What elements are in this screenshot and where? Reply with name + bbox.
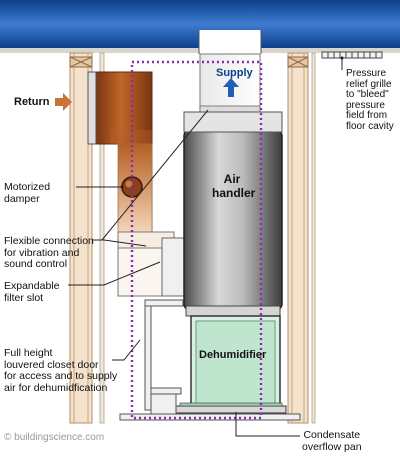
supply-label: Supply (216, 67, 253, 79)
flexible-connection-label: Flexible connection for vibration and so… (4, 235, 94, 270)
air-handler-label: Air handler (212, 172, 256, 200)
pressure-relief-label: Pressure relief grille to "bleed" pressu… (346, 68, 394, 132)
condensate-pan (175, 405, 287, 414)
dehumidifier-label: Dehumidifier (199, 349, 267, 361)
copyright-text: © buildingscience.com (4, 432, 105, 443)
motorized-damper-label: Motorized damper (4, 181, 51, 205)
supply-arrow-icon (223, 78, 239, 97)
leader-lines (68, 58, 343, 437)
dehumidifier (190, 315, 281, 411)
condensate-label: Condensate overflow pan (302, 429, 362, 453)
right-wall-studs (287, 52, 316, 424)
return-arrow-icon (55, 93, 72, 111)
supply-opening (199, 30, 261, 54)
return-label: Return (14, 96, 50, 108)
closet-door-label: Full height louvered closet door for acc… (4, 347, 118, 394)
return-grille (87, 71, 97, 145)
air-handler (183, 111, 283, 317)
expandable-filter-label: Expandable filter slot (4, 280, 60, 304)
closet-outline (130, 60, 263, 420)
